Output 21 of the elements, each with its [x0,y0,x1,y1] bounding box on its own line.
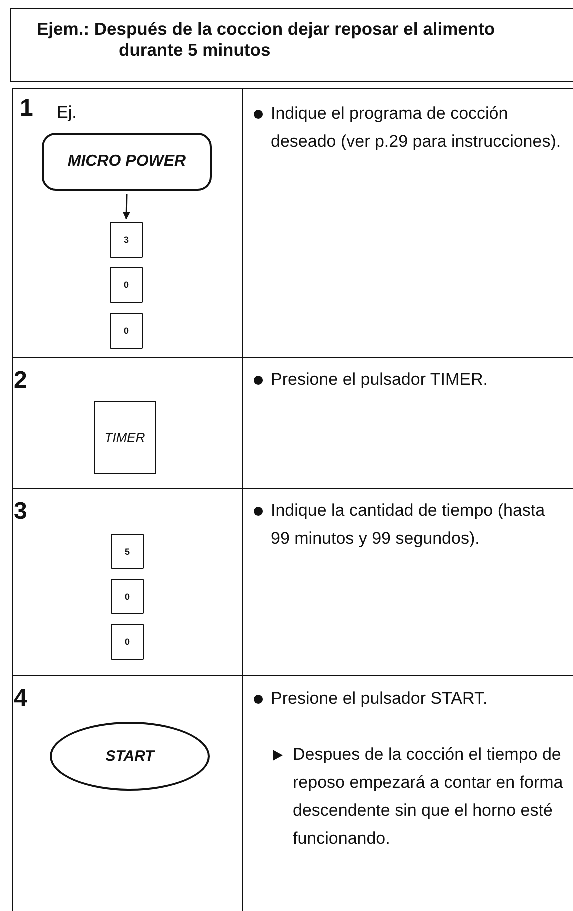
control-button: MICRO POWER [42,133,212,191]
step-number: 4 [14,687,28,711]
step-number: 3 [14,500,28,524]
number-key: 0 [110,313,143,349]
instruction-text: Presione el pulsador START. [271,688,489,710]
step-number: 2 [14,369,28,393]
number-key: 0 [110,267,143,303]
instruction-text: Indique el programa de cocción deseado (ver p.29 para instrucciones). [271,103,562,153]
instruction-text: Indique la cantidad de tiempo (hasta 99 minutos y 99 segundos). [271,500,546,550]
title: Ejem.: Después de la coccion dejar reposar el alimento durante 5 minutos [37,19,496,61]
arrow [122,194,130,220]
step-number: 1 [20,97,34,121]
number-key: 3 [110,222,143,258]
note-text: Despues de la cocción el tiempo de reposo empezará a contar en forma descendente sin que el horno esté funcionando. [293,744,564,850]
control-button: TIMER [94,401,156,474]
example-label: Ej. [57,103,77,123]
number-key: 0 [111,624,144,660]
instruction-text: Presione el pulsador TIMER. [271,369,490,391]
number-key: 0 [111,579,144,614]
number-key: 5 [111,534,144,569]
control-button: START [50,722,210,791]
